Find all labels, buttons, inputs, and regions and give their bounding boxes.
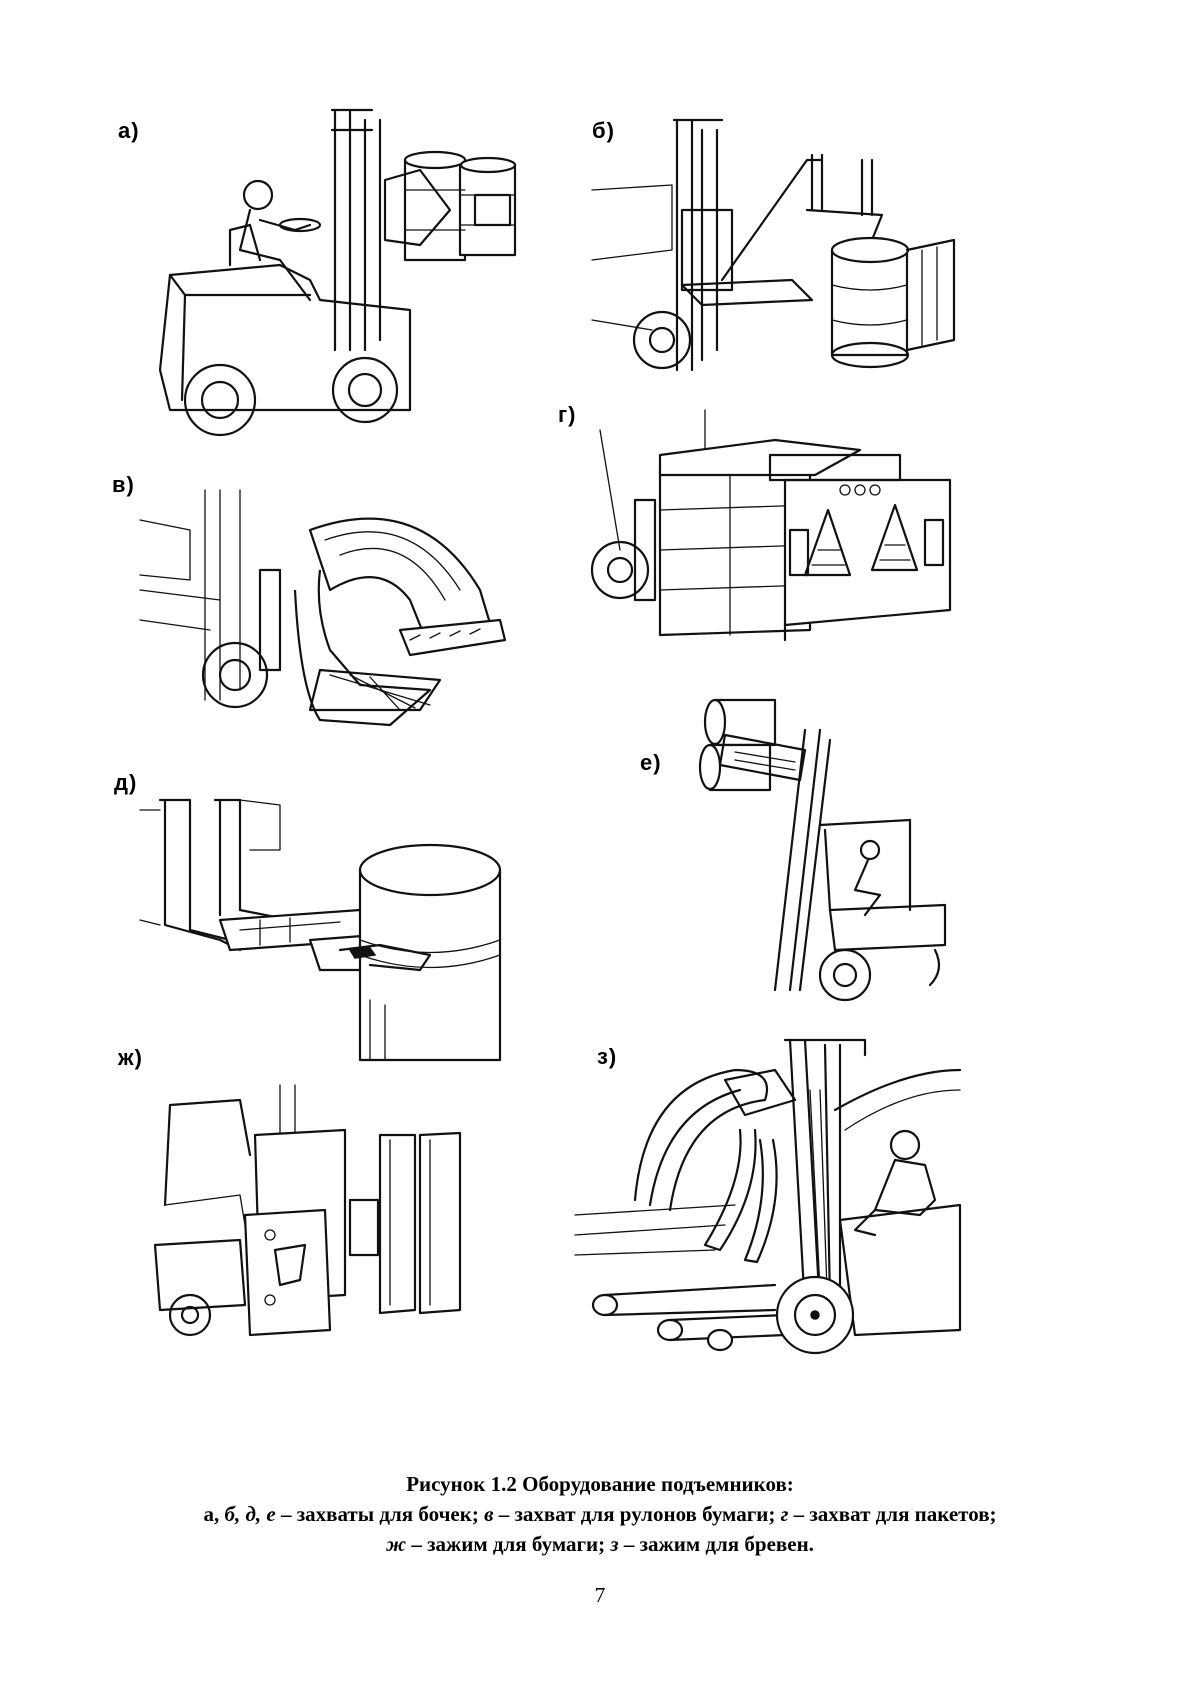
forklift-log-clamp-illustration [575,1030,960,1360]
panel-label-b: б) [592,118,615,143]
figure-panel-e: е) [640,690,960,1010]
forklift-paper-roll-clamp-illustration [110,470,540,770]
caption-line2-seg-5: г [780,1502,789,1526]
panel-label-g: г) [558,402,577,427]
caption-line3-seg-2: з [610,1532,619,1556]
forklift-drum-clamp-attachment-illustration [110,770,540,1070]
figure-panel-v: в) [110,470,540,770]
caption-line2-seg-1: б, д, е [224,1502,276,1526]
forklift-drum-rotator-illustration [640,690,960,1010]
caption-line2-seg-3: в [484,1502,494,1526]
figure-panel-g: г) [558,400,960,660]
figure-caption-title: Рисунок 1.2 Оборудование подъемников: [60,1470,1140,1498]
panel-label-v: в) [112,472,135,497]
forklift-drum-grab-illustration [110,100,570,460]
caption-line2-seg-4: – захват для рулонов бумаги; [493,1502,781,1526]
figure-caption-line-2: а, б, д, е – захваты для бочек; в – захв… [60,1500,1140,1528]
panel-label-z: з) [597,1044,618,1069]
forklift-package-clamp-illustration [560,400,960,660]
caption-line3-seg-1: – зажим для бумаги; [406,1532,611,1556]
panel-label-e: е) [640,750,662,775]
figure-panel-d: д) [110,770,540,1070]
panel-label-zh: ж) [118,1045,143,1070]
caption-line3-seg-0: ж [386,1532,407,1556]
caption-line2-seg-2: – захваты для бочек; [275,1502,485,1526]
caption-line2-seg-0: а, [203,1502,225,1526]
figure-panel-b: б) [582,100,962,400]
figure-panel-a: а) [110,100,570,460]
panel-label-d: д) [114,770,138,795]
page-number: 7 [594,1583,606,1607]
caption-title-text: Рисунок 1.2 Оборудование подъемников: [406,1472,794,1496]
forklift-paper-clamp-illustration [110,1045,530,1350]
figure-panel-z: з) [575,1030,960,1360]
figure-caption-line-3: ж – зажим для бумаги; з – зажим для брев… [60,1530,1140,1558]
caption-line3-seg-3: – зажим для бревен. [618,1532,814,1556]
forklift-single-drum-clamp-illustration [582,100,962,400]
panel-label-a: а) [118,118,140,143]
caption-line2-seg-6: – захват для пакетов; [788,1502,997,1526]
figure-panel-zh: ж) [110,1045,530,1350]
